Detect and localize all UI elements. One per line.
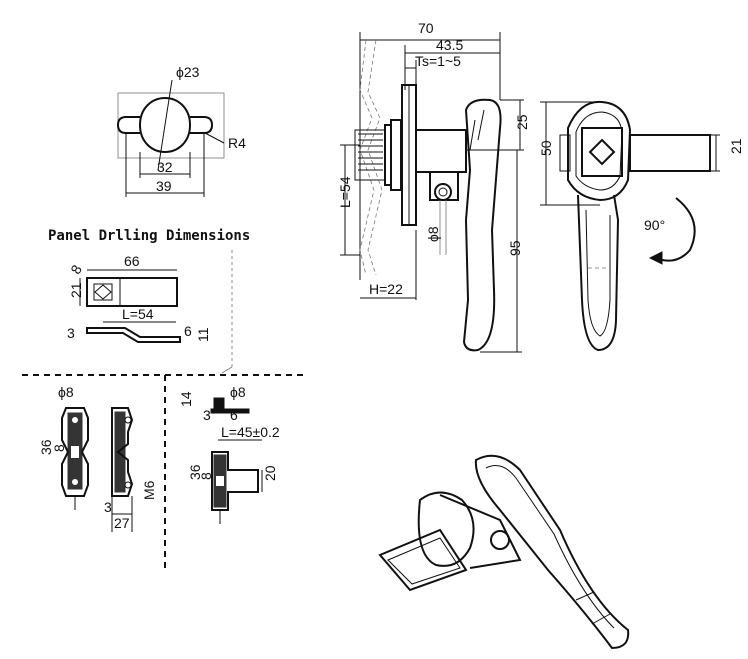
rod2-20-label: 20 (262, 465, 278, 481)
lock-side-view: 70 43.5 Ts=1~5 ϕ8 25 95 (337, 20, 530, 353)
rod2-36-label: 36 (187, 464, 203, 480)
rod2-phi8-label: ϕ8 (230, 384, 246, 400)
rod1-8-label: 8 (51, 444, 67, 452)
lock-front-view: 50 21 90° (538, 100, 744, 352)
cutout-width-39-label: 39 (156, 178, 172, 194)
side-25-label: 25 (514, 114, 530, 130)
cam-6-label: 6 (184, 323, 192, 339)
side-95-label: 95 (507, 240, 523, 256)
rod1-phi8-label: ϕ8 (58, 384, 74, 400)
side-h22-label: H=22 (369, 281, 403, 297)
rod2-8-label: 8 (198, 472, 214, 480)
cam-l54-label: L=54 (122, 306, 154, 322)
cam-8-label: 8 (67, 262, 85, 277)
side-70-label: 70 (418, 20, 434, 36)
cam-plate-view: 66 8 21 L=54 3 6 11 (67, 253, 211, 343)
panel-cutout-view: ϕ23 R4 32 39 (116, 64, 246, 197)
rod-assembly-left: ϕ8 36 8 3 27 M6 (38, 384, 157, 532)
side-ts-label: Ts=1~5 (415, 53, 461, 69)
side-l54-label: L=54 (337, 176, 353, 208)
front-50-label: 50 (538, 140, 554, 156)
side-435-label: 43.5 (436, 37, 463, 53)
cutout-width-32-label: 32 (157, 159, 173, 175)
cutout-diameter-label: ϕ23 (176, 64, 200, 80)
cam-height-21-label: 21 (68, 282, 84, 298)
rod1-m6-label: M6 (141, 480, 157, 500)
rod2-3-label: 3 (203, 407, 211, 423)
rod1-3-label: 3 (104, 499, 112, 515)
cam-11-label: 11 (195, 327, 211, 342)
lock-perspective-view (378, 454, 630, 650)
rod1-27-label: 27 (114, 515, 130, 531)
section-separators (22, 250, 306, 570)
rod2-l45-label: L=45±0.2 (221, 424, 280, 440)
rod2-14-label: 14 (178, 391, 194, 407)
cutout-radius-label: R4 (228, 135, 246, 151)
rod-assembly-right: ϕ8 14 3 6 L=45±0.2 36 8 20 (178, 384, 280, 524)
front-21-label: 21 (728, 138, 744, 154)
side-phi8-label: ϕ8 (425, 226, 441, 242)
rod2-6-label: 6 (230, 407, 238, 423)
front-rotation-label: 90° (644, 217, 665, 233)
cam-thickness-3-label: 3 (67, 325, 75, 341)
rod1-36-label: 36 (38, 439, 54, 455)
cam-length-66-label: 66 (124, 253, 140, 269)
panel-drilling-heading: Panel Drlling Dimensions (48, 228, 250, 244)
